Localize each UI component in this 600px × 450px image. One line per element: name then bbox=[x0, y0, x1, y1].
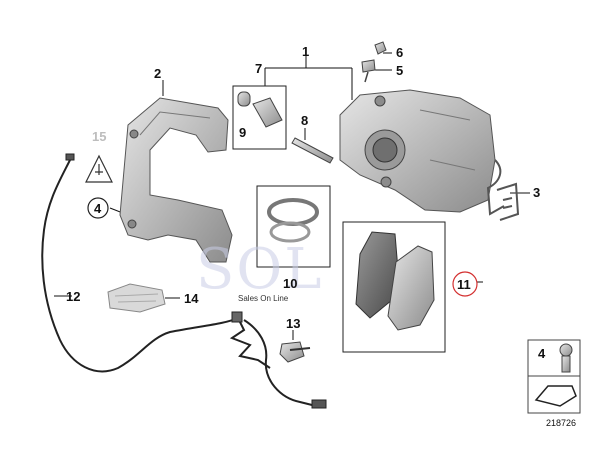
label-8: 8 bbox=[301, 113, 308, 128]
label-3: 3 bbox=[533, 185, 540, 200]
label-2: 2 bbox=[154, 66, 161, 81]
guide-bolt bbox=[291, 137, 334, 164]
cable-clip bbox=[279, 341, 311, 363]
label-15: 15 bbox=[92, 129, 106, 144]
callout-circle-4 bbox=[87, 197, 109, 219]
label-10: 10 bbox=[283, 276, 297, 291]
brake-wear-sensor-cable bbox=[41, 153, 327, 409]
label-4: 4 bbox=[94, 201, 102, 216]
bleeder-screw-and-cap bbox=[361, 41, 387, 83]
watermark-tagline: Sales On Line bbox=[238, 294, 289, 303]
label-5: 5 bbox=[396, 63, 403, 78]
sol-watermark: SOL Sales On Line bbox=[196, 237, 323, 303]
label-9: 9 bbox=[239, 125, 246, 140]
label-13: 13 bbox=[286, 316, 300, 331]
retaining-spring bbox=[486, 159, 520, 221]
key-box-label-4: 4 bbox=[538, 346, 546, 361]
diagram-number: 218726 bbox=[546, 418, 576, 428]
brake-pad-set-box bbox=[342, 221, 446, 353]
brake-caliper-housing bbox=[339, 89, 496, 213]
label-7: 7 bbox=[255, 61, 262, 76]
guide-bolt-sleeve-kit-box bbox=[232, 85, 287, 150]
label-1: 1 bbox=[302, 44, 309, 59]
warning-label-sticker bbox=[85, 154, 113, 183]
watermark-logo-text: SOL bbox=[196, 237, 323, 302]
label-6: 6 bbox=[396, 45, 403, 60]
label-11: 11 bbox=[457, 277, 471, 292]
label-12: 12 bbox=[66, 289, 80, 304]
fastener-key-box bbox=[527, 339, 581, 414]
caliper-carrier-bracket bbox=[119, 97, 233, 263]
callout-circle-11-highlighted bbox=[452, 271, 478, 297]
cleaning-cloth bbox=[107, 283, 166, 313]
piston-seal-kit-box bbox=[256, 185, 331, 268]
label-14: 14 bbox=[184, 291, 199, 306]
